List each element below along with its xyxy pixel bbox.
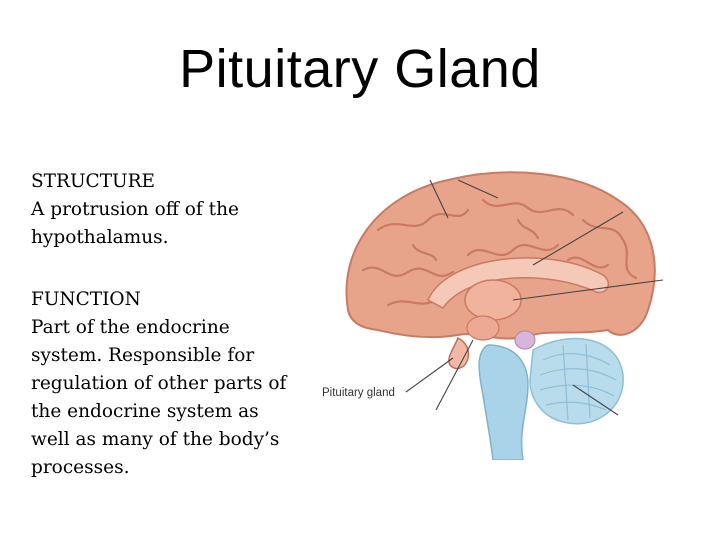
function-body: Part of the endocrine system. Responsibl… (31, 317, 287, 478)
structure-section: STRUCTURE A protrusion off of the hypoth… (31, 168, 301, 252)
function-heading: FUNCTION (31, 289, 141, 310)
slide-title: Pituitary Gland (179, 39, 541, 99)
thalamus (464, 279, 522, 321)
pituitary-label: Pituitary gland (322, 387, 395, 399)
cerebellum (529, 337, 624, 425)
function-section: FUNCTION Part of the endocrine system. R… (31, 286, 301, 482)
cortex-folds (361, 198, 638, 307)
hypothalamus (466, 315, 500, 341)
pineal-body (514, 330, 536, 350)
structure-heading: STRUCTURE (31, 171, 156, 192)
cerebellum-folds (539, 343, 617, 421)
brainstem (478, 344, 529, 460)
brain-diagram: Pituitary gland (322, 171, 664, 460)
callout-lines (405, 179, 664, 416)
structure-body: A protrusion off of the hypothalamus. (31, 199, 239, 248)
pituitary-gland (448, 337, 470, 370)
text-column: STRUCTURE A protrusion off of the hypoth… (31, 168, 301, 516)
